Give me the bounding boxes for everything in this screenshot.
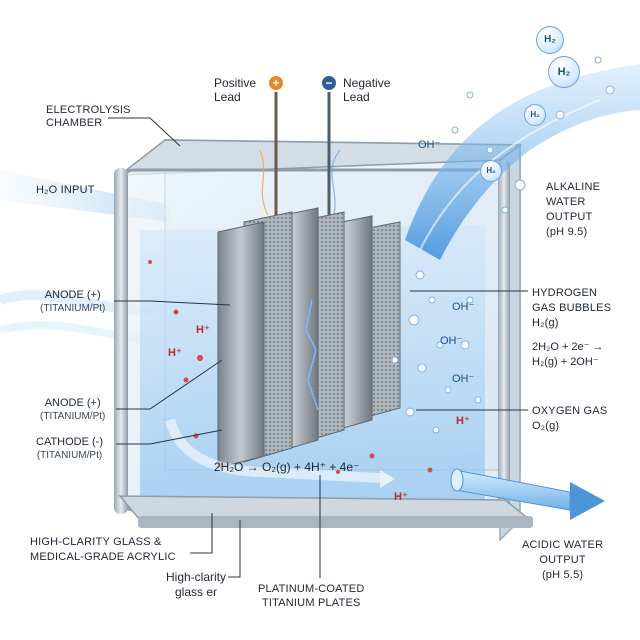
h-plus-ion: H⁺ xyxy=(196,324,210,336)
h2-molecule-bubble: H₂ xyxy=(524,104,546,126)
h2o-input-label: H₂O INPUT xyxy=(36,184,95,196)
anode-upper-label: ANODE (+) (TITANIUM/Pt) xyxy=(40,289,106,314)
positive-lead-icon: + xyxy=(269,76,283,90)
glass-er-label: High-clarity glass er xyxy=(166,570,227,599)
oh-minus-ion: OH⁻ xyxy=(418,139,441,151)
cathode-label: CATHODE (-) (TITANIUM/Pt) xyxy=(36,436,104,461)
acidic-output-label: ACIDIC WATER OUTPUT (pH 5.5) xyxy=(522,539,604,581)
h2-molecule-bubble: H₂ xyxy=(536,26,564,54)
electrolysis-chamber-label: ELECTROLYSIS CHAMBER xyxy=(46,104,131,129)
negative-lead-label: Negative Lead xyxy=(343,76,391,104)
hydrogen-bubbles-label: HYDROGEN GAS BUBBLES H₂(g) xyxy=(532,287,612,329)
oh-minus-ion: OH⁻ xyxy=(440,335,463,347)
plates-label: PLATINUM-COATED TITANIUM PLATES xyxy=(258,583,365,609)
h2-molecule-bubble: H₂ xyxy=(480,160,502,182)
alkaline-output-label: ALKALINE WATER OUTPUT (pH 9.5) xyxy=(546,181,601,238)
anode-reaction-equation: 2H₂O → O₂(g) + 4H⁺ + 4e⁻ xyxy=(214,460,360,474)
positive-lead-label: Positive Lead xyxy=(214,76,257,104)
anode-lower-label: ANODE (+) (TITANIUM/Pt) xyxy=(40,397,106,422)
h2-molecule-bubble: H₂ xyxy=(548,56,580,88)
cathode-reaction-label: 2H₂O + 2e⁻ → H₂(g) + 2OH⁻ xyxy=(532,341,604,368)
h-plus-ion: H⁺ xyxy=(168,347,182,359)
h-plus-ion: H⁺ xyxy=(456,415,470,427)
h-plus-ion: H⁺ xyxy=(394,491,408,503)
oh-minus-ion: OH⁻ xyxy=(452,373,475,385)
glass-acrylic-label: HIGH-CLARITY GLASS & MEDICAL-GRADE ACRYL… xyxy=(30,536,176,563)
oxygen-gas-label: OXYGEN GAS O₂(g) xyxy=(532,405,608,432)
oh-minus-ion: OH⁻ xyxy=(452,301,475,313)
negative-lead-icon: − xyxy=(322,76,336,90)
